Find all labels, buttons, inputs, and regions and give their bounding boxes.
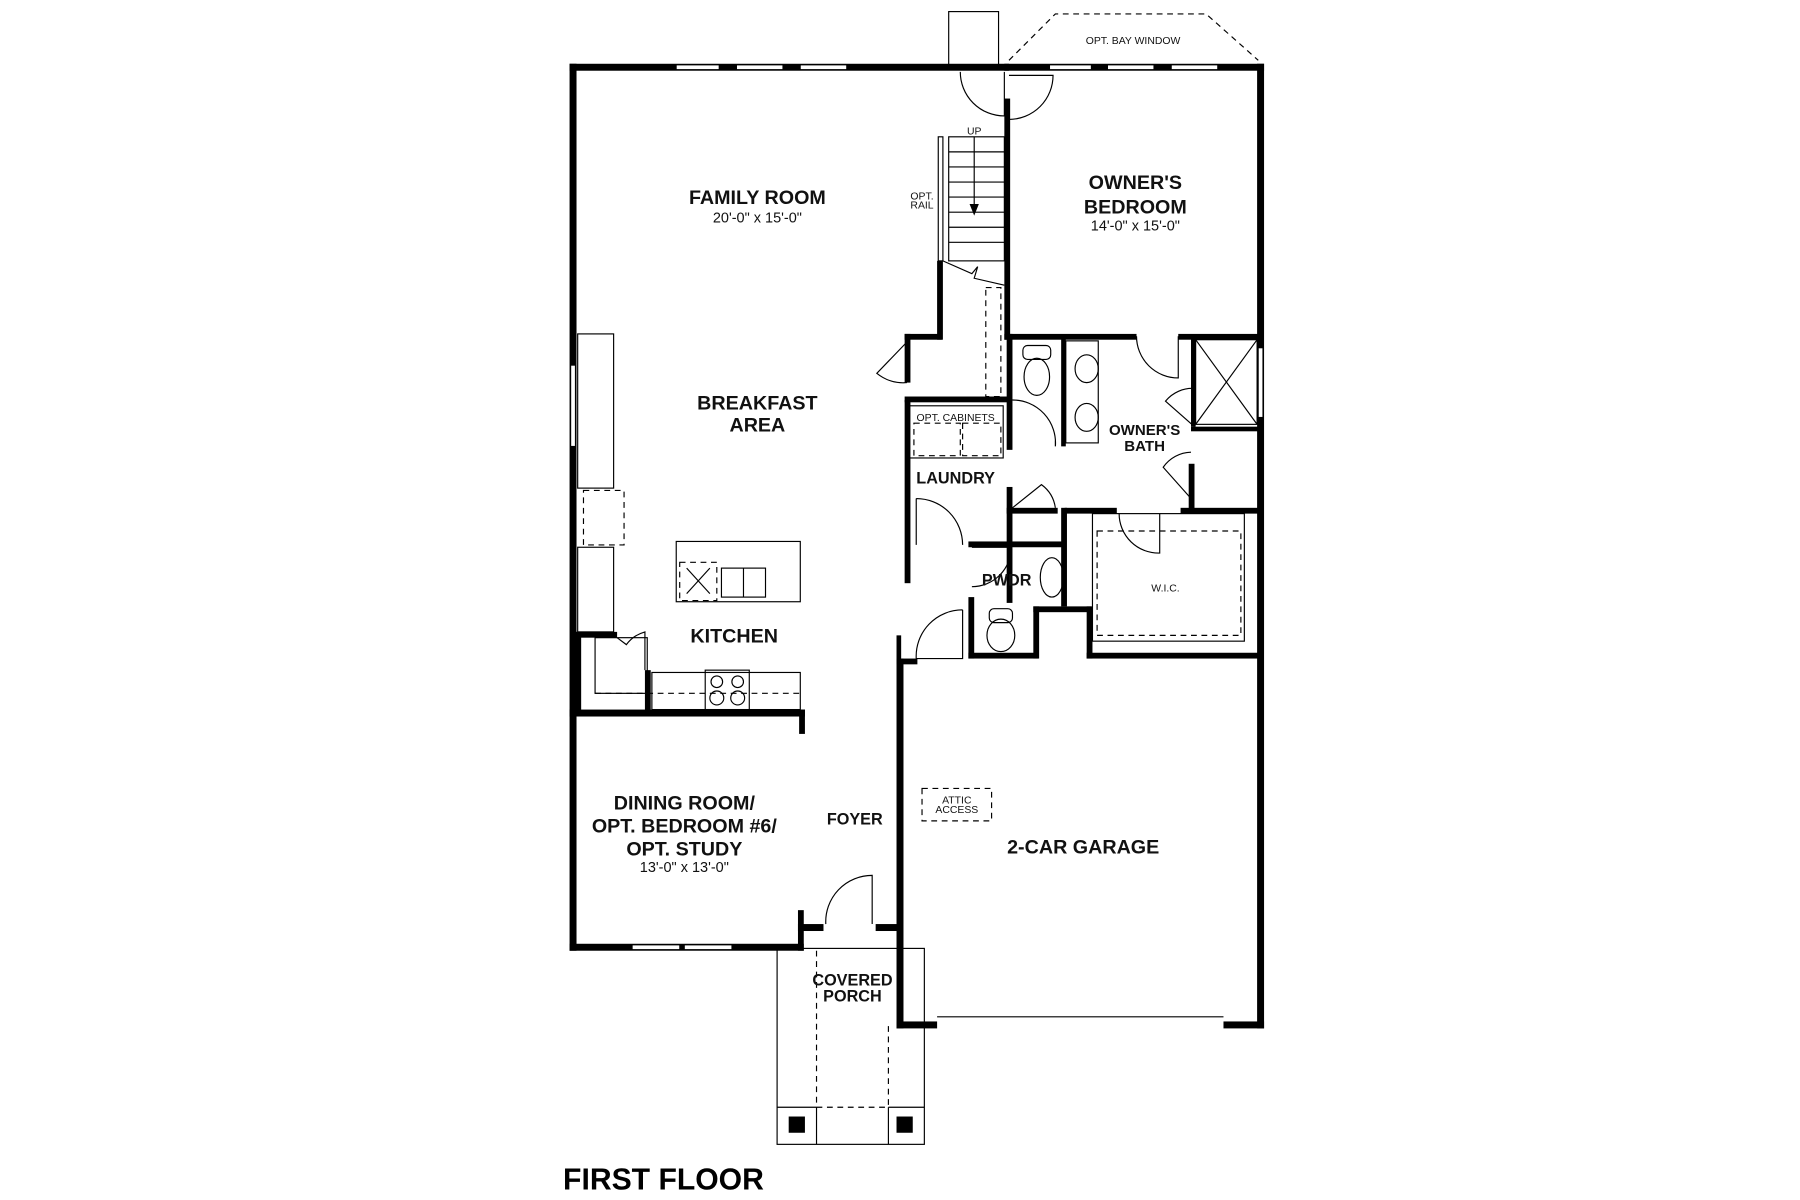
attic-access-note: ATTIC [942,795,972,806]
porch-label: PORCH [823,988,882,1006]
owners-bedroom-label: OWNER'S [1089,172,1182,194]
dining-room-label: OPT. BEDROOM #6/ [592,815,778,837]
kitchen-island [675,540,801,603]
walls [569,11,1265,1029]
wic-label: W.I.C. [1151,583,1179,594]
windows [570,13,1264,951]
opt-cabinets-note: OPT. CABINETS [917,413,995,424]
owners-bath-label: OWNER'S [1109,422,1180,439]
kitchen-label: KITCHEN [690,625,778,647]
opt-rail-note: RAIL [910,201,933,212]
range [704,669,750,711]
owners-bedroom-dims: 14'-0" x 15'-0" [1091,219,1180,235]
porch-column [788,1116,805,1133]
fixtures [577,333,1258,822]
labels: FAMILY ROOM 20'-0" x 15'-0" OWNER'S BEDR… [563,36,1187,1197]
stairs [937,136,1005,398]
family-room-label: FAMILY ROOM [689,187,826,209]
arrow-down-icon [969,204,979,216]
garage-label: 2-CAR GARAGE [1007,836,1159,858]
foyer-label: FOYER [827,810,883,828]
owners-bath-label: BATH [1124,438,1165,455]
bay-window-outline [1008,13,1259,61]
covered-porch [776,947,925,1145]
dining-room-label: DINING ROOM/ [614,792,756,814]
attic-access-note: ACCESS [935,805,978,816]
dining-room-label: OPT. STUDY [626,839,742,861]
opt-rail [937,136,944,262]
breakfast-area-label: AREA [729,414,785,436]
stairs-up-note: UP [967,126,982,137]
dining-room-dims: 13'-0" x 13'-0" [640,860,729,876]
doors [616,71,1224,1018]
powder-label: PWDR [982,572,1032,590]
family-room-dims: 20'-0" x 15'-0" [713,211,802,227]
attic-access [921,787,993,822]
opt-rail-note: OPT. [910,191,933,202]
breakfast-area-label: BREAKFAST [697,392,817,414]
floor-title: FIRST FLOOR [563,1164,764,1197]
laundry-label: LAUNDRY [916,469,995,487]
bay-window-note: OPT. BAY WINDOW [1086,36,1181,47]
porch-column [896,1116,913,1133]
porch-label: COVERED [812,972,892,990]
owners-bedroom-label: BEDROOM [1084,196,1187,218]
